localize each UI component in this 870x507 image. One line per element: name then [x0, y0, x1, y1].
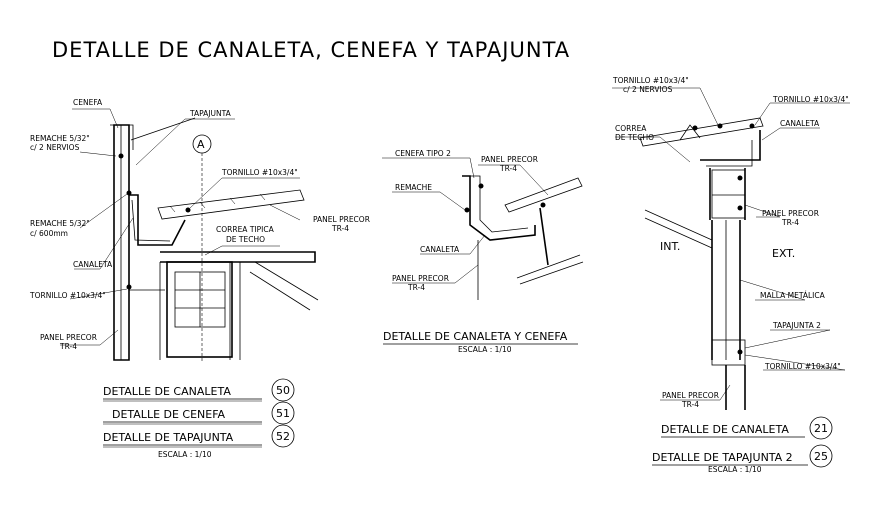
right-label-canaleta: CANALETA	[780, 119, 820, 128]
page-title: DETALLE DE CANALETA, CENEFA Y TAPAJUNTA	[52, 38, 570, 62]
mid-title: DETALLE DE CANALETA Y CENEFA	[383, 330, 568, 343]
right-label-tornillo2: TORNILLO #10x3/4"	[772, 95, 849, 104]
label-remache-1b: c/ 2 NERVIOS	[30, 143, 80, 152]
right-label-ext: EXT.	[772, 247, 795, 260]
label-panel2-b: TR-4	[59, 342, 77, 351]
label-canaleta: CANALETA	[73, 260, 113, 269]
label-remache-1a: REMACHE 5/32"	[30, 134, 90, 143]
left-title-3: DETALLE DE TAPAJUNTA	[103, 431, 234, 444]
right-label-tornillo-a: TORNILLO #10x3/4"	[612, 76, 689, 85]
axis-a-label: A	[197, 138, 205, 151]
mid-label-panel-b: TR-4	[499, 164, 517, 173]
right-title-1-num: 21	[814, 422, 828, 435]
mid-label-remache: REMACHE	[395, 183, 432, 192]
label-correa-b: DE TECHO	[226, 235, 265, 244]
right-label-panel2-b: TR-4	[681, 400, 699, 409]
right-title-2: DETALLE DE TAPAJUNTA 2	[652, 451, 793, 464]
left-title-2-num: 51	[276, 407, 290, 420]
right-label-tapajunta2: TAPAJUNTA 2	[772, 321, 821, 330]
left-title-1-num: 50	[276, 384, 290, 397]
label-correa-a: CORREA TIPICA	[216, 225, 275, 234]
mid-scale: ESCALA : 1/10	[458, 345, 512, 354]
mid-label-panel2-a: PANEL PRECOR	[392, 274, 449, 283]
mid-label-canaleta: CANALETA	[420, 245, 460, 254]
left-title-1: DETALLE DE CANALETA	[103, 385, 231, 398]
right-label-malla: MALLA METÁLICA	[760, 291, 826, 300]
mid-label-panel2-b: TR-4	[407, 283, 425, 292]
right-label-panel-a: PANEL PRECOR	[762, 209, 819, 218]
right-title-block: DETALLE DE CANALETA 21 DETALLE DE TAPAJU…	[652, 416, 833, 474]
label-remache-2b: c/ 600mm	[30, 229, 68, 238]
right-label-tornillo-b: c/ 2 NERVIOS	[623, 85, 673, 94]
right-label-panel2-a: PANEL PRECOR	[662, 391, 719, 400]
label-panel-a: PANEL PRECOR	[313, 215, 370, 224]
mid-label-cenefa-tipo: CENEFA TIPO 2	[395, 149, 451, 158]
right-label-int: INT.	[660, 240, 680, 253]
label-panel2-a: PANEL PRECOR	[40, 333, 97, 342]
right-label-correa-b: DE TECHO	[615, 133, 654, 142]
right-label-panel-b: TR-4	[781, 218, 799, 227]
left-title-2: DETALLE DE CENEFA	[112, 408, 226, 421]
label-tapajunta: TAPAJUNTA	[189, 109, 232, 118]
right-title-2-num: 25	[814, 450, 828, 463]
middle-detail-drawing	[382, 157, 584, 300]
right-title-1: DETALLE DE CANALETA	[661, 423, 789, 436]
mid-label-panel-a: PANEL PRECOR	[481, 155, 538, 164]
right-detail-drawing	[612, 87, 850, 410]
right-scale: ESCALA : 1/10	[708, 465, 762, 474]
right-label-tornillo3: TORNILLO #10x3/4"	[764, 362, 841, 371]
left-detail-drawing: A	[60, 108, 319, 362]
label-tornillo-bot: TORNILLO #10x3/4"	[29, 291, 106, 300]
label-panel-b: TR-4	[331, 224, 349, 233]
left-scale: ESCALA : 1/10	[158, 450, 212, 459]
label-tornillo-top: TORNILLO #10x3/4"	[221, 168, 298, 177]
label-remache-2a: REMACHE 5/32"	[30, 219, 90, 228]
left-title-block: DETALLE DE CANALETA 50 DETALLE DE CENEFA…	[103, 378, 295, 459]
label-cenefa: CENEFA	[73, 98, 103, 107]
right-label-correa-a: CORREA	[615, 124, 647, 133]
left-title-3-num: 52	[276, 430, 290, 443]
